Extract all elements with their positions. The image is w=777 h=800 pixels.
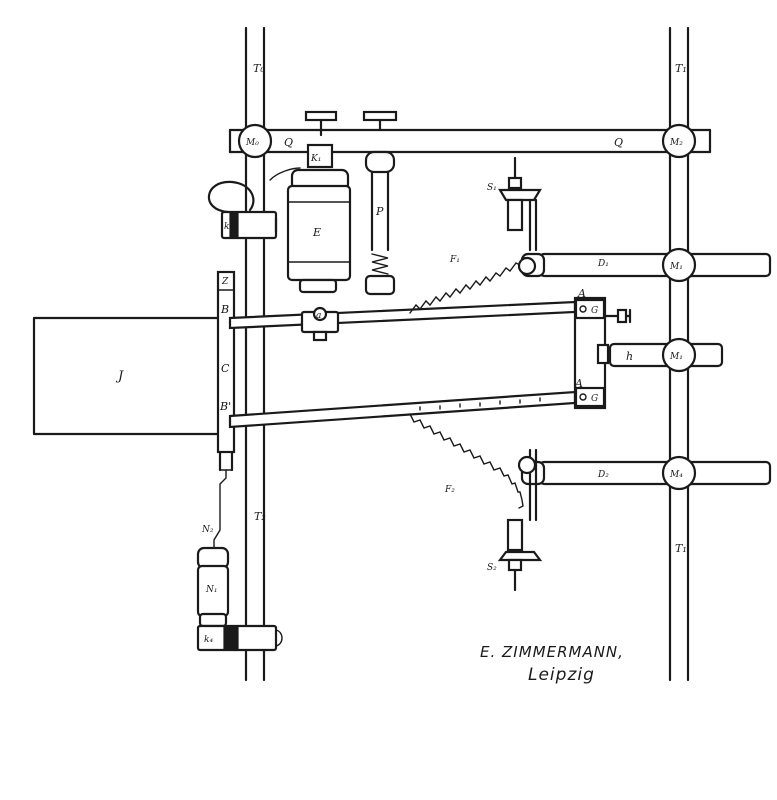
muff-m4 [661, 455, 697, 491]
label-h: h [626, 350, 633, 363]
maker-city: Leipzig [528, 665, 595, 685]
label-m2: M₂ [669, 138, 683, 148]
label-m1-upper: M₁ [669, 262, 683, 272]
label-s2: S₂ [487, 563, 497, 573]
label-e: E [312, 226, 321, 239]
spring-f1 [409, 257, 525, 314]
label-f2: F₂ [444, 485, 455, 495]
label-q-left: Q [284, 136, 293, 149]
label-d2: D₂ [597, 470, 609, 480]
clamp-k4 [196, 624, 283, 652]
label-p: P [375, 205, 384, 218]
label-k1: K₁ [310, 154, 321, 164]
label-n2: N₂ [201, 525, 214, 535]
label-t2: T₂ [254, 510, 266, 523]
muff-m1-mid [661, 337, 697, 373]
label-m0: M₀ [245, 138, 259, 148]
label-m4: M₄ [669, 470, 683, 480]
crossbar-q [228, 128, 712, 154]
adjuster-s2 [497, 448, 543, 592]
slider-a [300, 306, 340, 342]
label-k1-small: k₁ [224, 222, 233, 232]
label-m1-mid: M₁ [669, 352, 683, 362]
label-k4: k₄ [204, 635, 213, 645]
label-z: Z [221, 277, 229, 287]
label-c: C [221, 362, 230, 375]
label-t1-top: T₁ [675, 62, 687, 75]
weight-n1 [196, 469, 230, 628]
label-f1: F₁ [449, 255, 460, 265]
screw-k1 [304, 110, 338, 184]
label-g-upper: G [591, 306, 598, 316]
maker-signature: E. ZIMMERMANN, Leipzig [480, 643, 624, 685]
muff-m1-upper [661, 247, 697, 283]
adjuster-s1 [498, 156, 542, 276]
spring-f2 [409, 413, 524, 509]
piston-p [362, 110, 398, 296]
label-t1-bottom: T₁ [675, 542, 687, 555]
label-g-lower: G [591, 394, 598, 404]
right-lever-frame [573, 296, 632, 410]
maker-name: E. ZIMMERMANN, [480, 643, 624, 661]
clamp-k1 [207, 180, 278, 240]
label-b-upper: B [220, 303, 229, 316]
upper-lever [228, 300, 577, 330]
label-j: J [115, 369, 124, 384]
clamp-arm-d1 [520, 252, 772, 278]
label-a-lower: A [574, 377, 583, 390]
diagram-labels: T₀ T₁ T₂ T₁ M₀ M₂ M₁ M₁ M₄ Q Q K₁ E P k₁… [115, 62, 687, 645]
label-a-small: a [316, 311, 321, 321]
muff-m2 [661, 123, 697, 159]
label-q-right: Q [614, 136, 623, 149]
lower-lever [228, 390, 577, 429]
label-a-upper: A [577, 287, 586, 300]
label-b-lower: B' [219, 400, 231, 413]
board-j [32, 316, 227, 436]
label-s1: S₁ [487, 183, 497, 193]
clamp-arm-d2 [520, 460, 772, 486]
label-d1: D₁ [597, 259, 609, 269]
drum-e [269, 167, 352, 294]
label-t0: T₀ [253, 62, 265, 75]
label-n1: N₁ [205, 585, 217, 595]
muff-m0 [237, 123, 273, 159]
